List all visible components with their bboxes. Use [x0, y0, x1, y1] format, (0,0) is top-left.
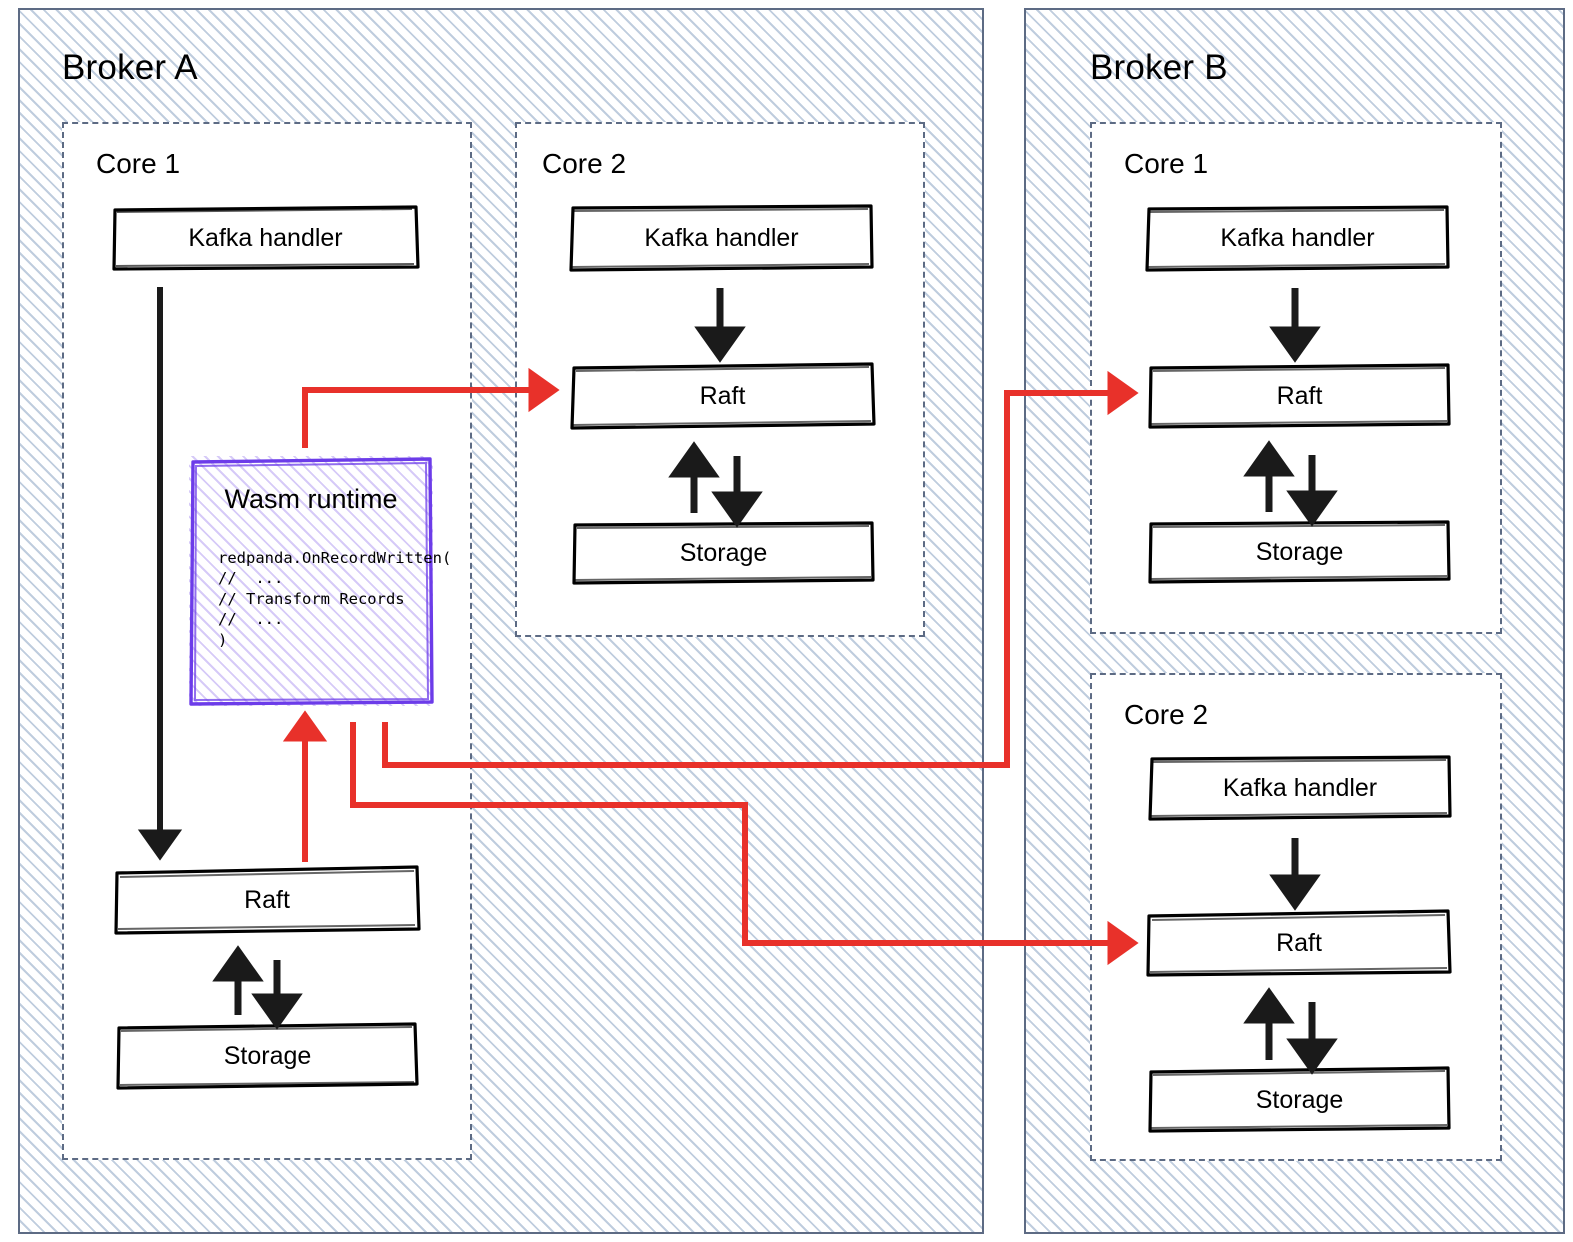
node-a2-kafka-handler[interactable]: Kafka handler	[569, 204, 874, 272]
sketch-rect	[1146, 909, 1452, 977]
sketch-rect	[114, 865, 421, 935]
wasm-runtime-code: redpanda.OnRecordWritten( // ... // Tran…	[218, 549, 452, 649]
node-a1-wasm-runtime[interactable]: Wasm runtime redpanda.OnRecordWritten( /…	[189, 456, 451, 706]
broker-b-title: Broker B	[1090, 48, 1228, 87]
broker-a-core-1-title: Core 1	[96, 148, 181, 179]
node-b1-kafka-handler[interactable]: Kafka handler	[1145, 205, 1450, 272]
node-a1-kafka-handler[interactable]: Kafka handler	[112, 205, 420, 271]
broker-b-core-1-title: Core 1	[1124, 148, 1209, 179]
node-b2-storage[interactable]: Storage	[1148, 1066, 1451, 1134]
sketch-rect	[1148, 520, 1451, 584]
node-a2-raft[interactable]: Raft	[570, 362, 876, 430]
wasm-runtime-title: Wasm runtime	[224, 484, 398, 514]
node-a2-storage[interactable]: Storage	[572, 521, 875, 586]
sketch-rect	[112, 205, 420, 271]
node-b2-kafka-handler[interactable]: Kafka handler	[1148, 755, 1452, 821]
node-b2-raft[interactable]: Raft	[1146, 908, 1452, 978]
broker-b-core-2-title: Core 2	[1124, 699, 1209, 730]
sketch-rect	[570, 362, 876, 430]
node-a1-raft[interactable]: Raft	[114, 865, 421, 935]
node-b1-storage[interactable]: Storage	[1148, 520, 1451, 585]
broker-a-title: Broker A	[62, 48, 198, 87]
node-b1-raft[interactable]: Raft	[1148, 363, 1451, 429]
sketch-rect	[572, 521, 875, 585]
sketch-rect	[1148, 1066, 1451, 1133]
sketch-rect	[1145, 205, 1450, 272]
broker-a-core-2-title: Core 2	[542, 148, 627, 179]
sketch-rect	[116, 1022, 419, 1090]
sketch-rect	[1148, 755, 1452, 821]
node-a1-storage[interactable]: Storage	[116, 1021, 419, 1091]
sketch-rect	[1148, 363, 1451, 429]
sketch-rect	[569, 204, 874, 272]
